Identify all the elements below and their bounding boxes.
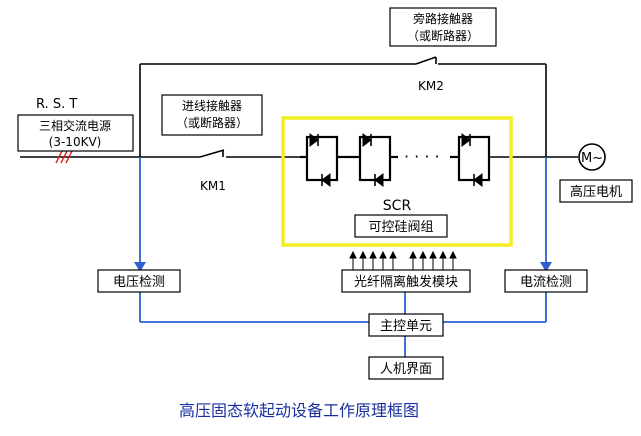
motor-name: 高压电机 — [570, 184, 622, 200]
voltage-detect-box — [97, 269, 181, 293]
scr-frame — [281, 116, 513, 247]
control-arrowheads — [134, 262, 552, 272]
hmi-label: 人机界面 — [380, 362, 432, 377]
scr-label: SCR — [383, 198, 412, 214]
voltage-detect-label: 电压检测 — [113, 275, 165, 290]
incoming-label-box — [161, 94, 263, 136]
hmi-box — [368, 356, 444, 380]
fiber-trigger-box — [341, 269, 471, 293]
control-lines — [139, 157, 547, 357]
scr-unit-2 — [345, 133, 398, 187]
km1-label: KM1 — [200, 179, 226, 193]
motor-name-box — [559, 179, 633, 203]
current-detect-label: 电流检测 — [520, 275, 572, 290]
scr-group-box — [354, 214, 448, 238]
trigger-arrows — [349, 250, 457, 272]
main-control-label: 主控单元 — [380, 319, 432, 334]
motor-symbol — [578, 143, 606, 171]
scr-group-name: 可控硅阀组 — [368, 220, 433, 235]
km1-switch — [199, 149, 225, 158]
scr-ellipsis: · · · · — [404, 147, 440, 166]
bypass-line — [139, 63, 547, 157]
incoming-label-line1: 进线接触器 — [182, 98, 242, 113]
bypass-label-line2: （或断路器） — [407, 28, 479, 43]
source-box — [17, 114, 134, 152]
source-phases: R. S. T — [36, 97, 77, 112]
km2-switch — [415, 56, 437, 65]
incoming-label-line2: （或断路器） — [176, 115, 248, 130]
diagram-caption: 高压固态软起动设备工作原理框图 — [179, 401, 419, 420]
scr-unit-1 — [300, 133, 345, 187]
bypass-label-line1: 旁路接触器 — [413, 11, 473, 26]
main-control-box — [368, 313, 444, 337]
scr-unit-n — [450, 133, 491, 187]
bypass-label-box — [389, 7, 497, 47]
fiber-trigger-label: 光纤隔离触发模块 — [354, 274, 458, 290]
source-name: 三相交流电源 — [39, 118, 111, 133]
three-phase-mark — [55, 150, 73, 164]
km2-label: KM2 — [418, 79, 444, 93]
motor-symbol-text: M~ — [581, 151, 603, 166]
source-range: (3-10KV) — [49, 135, 102, 149]
current-detect-box — [504, 269, 588, 293]
